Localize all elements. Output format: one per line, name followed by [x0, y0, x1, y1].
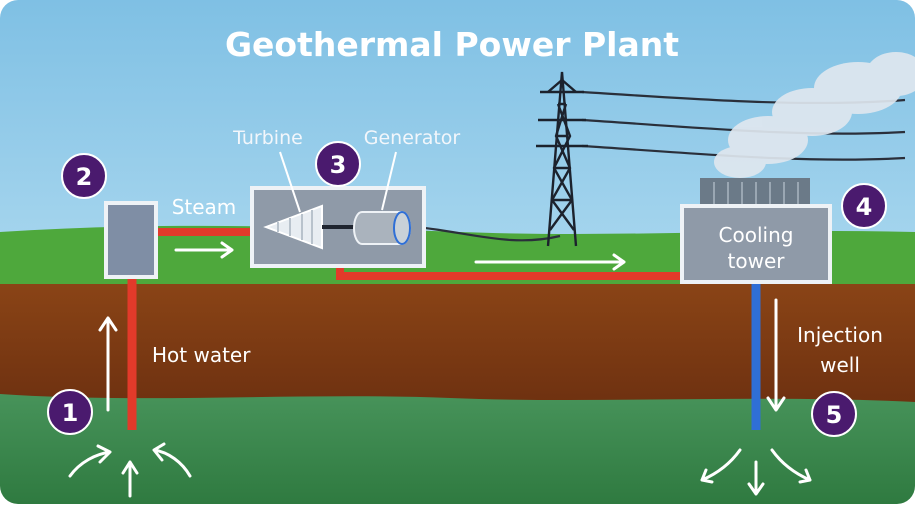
turbine-generator-unit [250, 186, 426, 268]
power-pylon-icon [536, 71, 588, 247]
generator-label: Generator [364, 127, 461, 149]
svg-text:4: 4 [856, 193, 873, 221]
badge-5: 5 [811, 391, 857, 437]
pointer-lines [279, 151, 397, 213]
svg-text:3: 3 [330, 151, 347, 179]
badge-1: 1 [47, 389, 93, 435]
cooling-tower-label-line1: Cooling [719, 223, 794, 247]
injection-well-label-line2: well [820, 353, 860, 377]
steam-label: Steam [172, 195, 237, 219]
badge-3: 3 [315, 141, 361, 187]
arrow-icon [68, 241, 812, 498]
diagram-title: Geothermal Power Plant [225, 25, 679, 64]
svg-text:2: 2 [76, 163, 93, 191]
badge-2: 2 [61, 153, 107, 199]
badge-4: 4 [841, 183, 887, 229]
cooling-tower-label-line2: tower [728, 249, 786, 273]
steam-cloud-icon [714, 52, 915, 178]
separator-box [104, 201, 158, 279]
cooling-tower [680, 178, 832, 284]
hot-water-label: Hot water [152, 343, 251, 367]
soil-layer [0, 284, 915, 410]
injection-well-label-line1: Injection [797, 323, 883, 347]
svg-text:5: 5 [826, 401, 843, 429]
svg-text:1: 1 [62, 399, 79, 427]
turbine-label: Turbine [232, 127, 303, 149]
deep-ground-layer [0, 394, 915, 504]
